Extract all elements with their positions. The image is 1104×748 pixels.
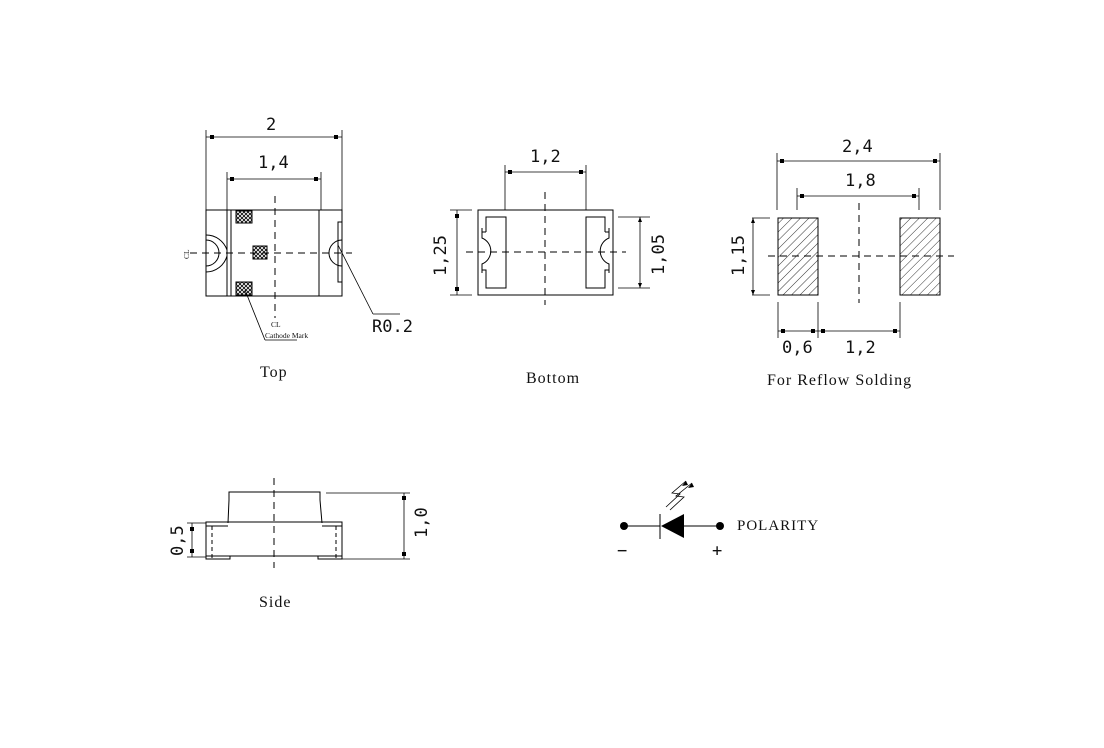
side-dim-body-height: 0,5 [168,525,188,556]
reflow-view-label: For Reflow Solding [767,372,912,389]
bottom-dim-inner-height: 1,05 [649,234,669,275]
diode-triangle-icon [661,514,684,538]
polarity-symbol: − + POLARITY [617,480,819,561]
side-view: 0,5 1,0 Side [168,478,432,611]
top-view-label: Top [260,364,288,381]
reflow-dim-width: 2,4 [842,137,873,157]
light-arrow-icon [688,483,694,488]
bottom-view: 1,2 1,25 1,05 Bottom [431,147,669,387]
top-dim-inner-width: 1,4 [258,153,289,173]
reflow-dim-height: 1,15 [729,235,749,276]
radius-callout: R0.2 [372,317,413,337]
centerline-symbol-h: CL [182,249,191,259]
cathode-mark-label: Cathode Mark [265,331,308,340]
cathode-mark-pad [235,281,253,296]
anode-pad-top [235,210,253,224]
reflow-dim-pad-width: 0,6 [782,338,813,358]
bottom-dim-center: 1,2 [530,147,561,167]
bottom-view-label: Bottom [526,370,580,387]
top-view: 2 1,4 CL CL Cathode Mar [182,115,413,381]
top-dim-width: 2 [266,115,276,135]
positive-symbol: + [712,541,722,561]
polarity-label: POLARITY [737,518,819,534]
reflow-pad-view: 2,4 1,8 1,15 0,6 1,2 For Reflow Solding [729,137,954,389]
side-dim-total-height: 1,0 [412,507,432,538]
reflow-dim-span: 1,8 [845,171,876,191]
chip-die [252,245,268,260]
negative-symbol: − [617,541,627,561]
side-view-label: Side [259,594,291,611]
reflow-dim-pad-gap: 1,2 [845,338,876,358]
bottom-dim-height: 1,25 [431,235,451,276]
centerline-symbol-v: CL [271,320,281,329]
light-arrow-icon [682,481,688,486]
